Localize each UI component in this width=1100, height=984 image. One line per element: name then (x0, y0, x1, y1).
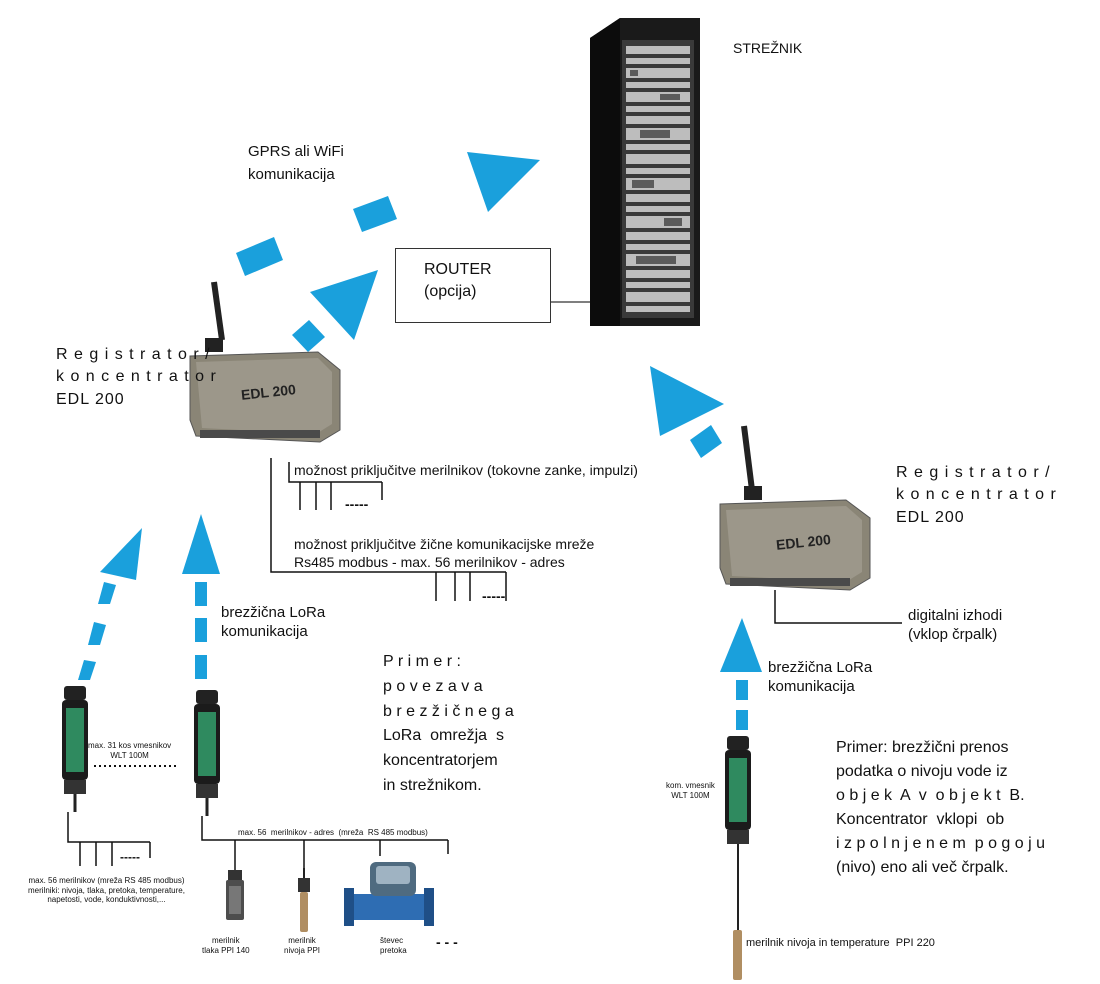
digital-output-wire (774, 590, 902, 624)
server-rack-icon (590, 18, 700, 326)
left-bus (67, 812, 151, 866)
router-subtitle: (opcija) (424, 283, 477, 300)
lora-arrow-right (720, 618, 762, 730)
concentrator-right-label: R e g i s t r a t o r / k o n c e n t r … (896, 464, 1057, 526)
right-repeater-label: kom. vmesnik WLT 100M (666, 781, 715, 800)
flow-meter-label: števec pretoka (380, 936, 407, 955)
example-right: Primer: brezžični prenos podatka o nivoj… (836, 739, 1045, 876)
server-arrow-right (650, 366, 724, 458)
right-bus (201, 816, 449, 870)
router-title: ROUTER (424, 261, 492, 278)
pressure-sensor-icon (226, 870, 244, 920)
server-label: STREŽNIK (733, 40, 803, 56)
rs485-label: možnost priključitve žične komunikacijsk… (294, 536, 595, 570)
sensor-pressure-label: merilnik tlaka PPI 140 (202, 936, 250, 955)
repeaters-note: max. 31 kos vmesnikov WLT 100M (88, 741, 172, 760)
right-sensor-label: merilnik nivoja in temperature PPI 220 (746, 937, 935, 949)
repeater-left-2 (194, 690, 220, 816)
sensors-ellipsis: - - - (436, 934, 458, 950)
repeater-right (725, 736, 751, 980)
sensor-level-label: merilnik nivoja PPI (284, 936, 321, 955)
gprs-arrow-upper (236, 152, 540, 276)
level-sensor-icon (298, 868, 310, 932)
concentrator-left-device (189, 281, 341, 443)
repeater-left-1 (62, 686, 88, 812)
digital-outputs-label: digitalni izhodi (vklop črpalk) (908, 607, 1003, 643)
comm-label: GPRS ali WiFi komunikacija (248, 143, 344, 184)
lora-arrow-left-2 (182, 514, 220, 679)
lora-arrow-left-1 (78, 528, 142, 680)
pulse-label: možnost priključitve merilnikov (tokovne… (294, 462, 638, 478)
left-bus-dashes: ----- (120, 850, 140, 864)
concentrator-right-device (719, 425, 871, 591)
gprs-arrow-lower (292, 270, 378, 352)
concentrator-left-label: R e g i s t r a t o r / k o n c e n t r … (56, 346, 217, 408)
lora-label-left: brezžična LoRa komunikacija (221, 604, 326, 640)
left-wiring (270, 458, 507, 601)
pulse-dashes: ----- (345, 496, 369, 512)
flow-meter-icon (344, 862, 434, 926)
rs485-dashes: ----- (482, 588, 506, 604)
lora-label-right: brezžična LoRa komunikacija (768, 659, 873, 695)
router-box: ROUTER (opcija) (395, 248, 551, 323)
left-bus-note: max. 56 merilnikov (mreža RS 485 modbus)… (28, 876, 185, 905)
example-left: P r i m e r : p o v e z a v a b r e z ž … (383, 653, 514, 794)
right-bus-note: max. 56 merilnikov - adres (mreža RS 485… (238, 828, 428, 837)
